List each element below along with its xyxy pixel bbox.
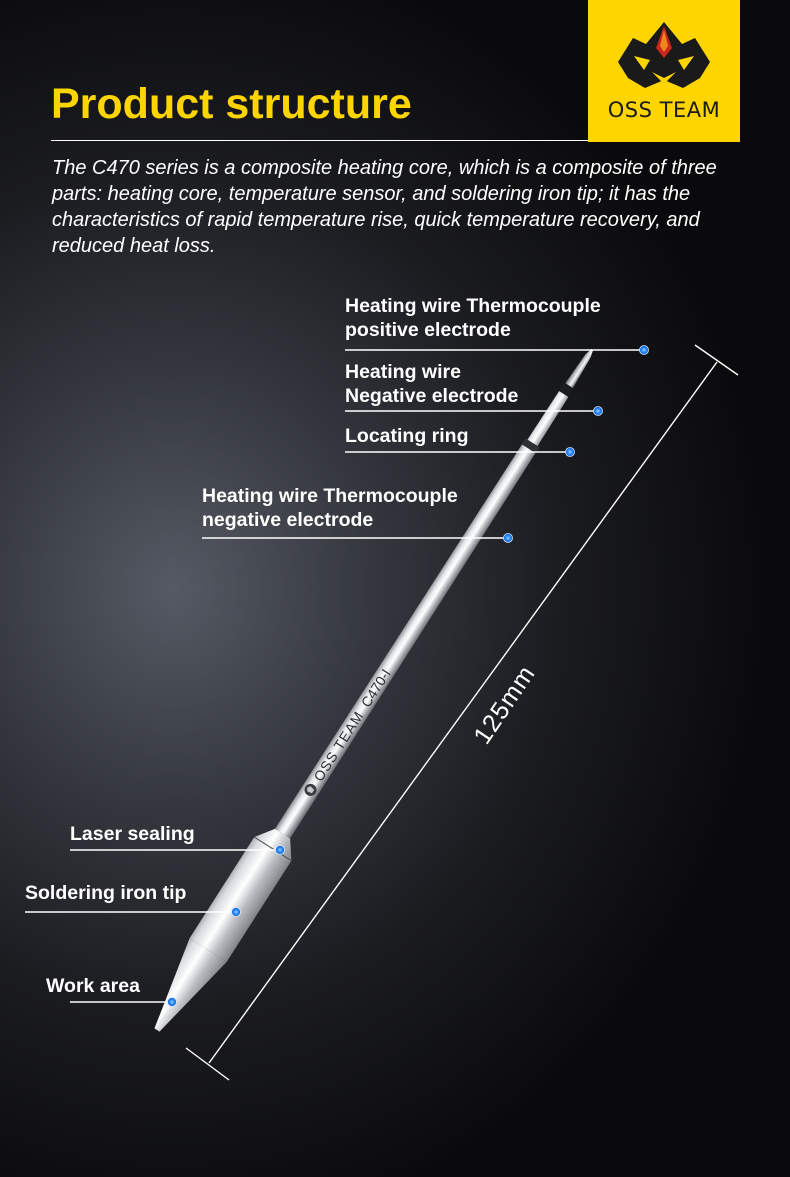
product-description: The C470 series is a composite heating c… bbox=[52, 157, 717, 257]
callout-thermocouple-negative-line2: negative electrode bbox=[202, 509, 374, 531]
marker-laser-sealing bbox=[275, 845, 285, 855]
marker-thermocouple-negative bbox=[503, 533, 513, 543]
marker-soldering-tip bbox=[231, 907, 241, 917]
brand-name: OSS TEAM bbox=[607, 98, 721, 122]
marker-positive-electrode bbox=[639, 345, 649, 355]
brand-logo: OSS TEAM bbox=[588, 0, 740, 142]
callout-soldering-tip: Soldering iron tip bbox=[25, 881, 186, 905]
callout-work-area: Work area bbox=[46, 974, 140, 998]
callout-work-area-line1: Work area bbox=[46, 975, 140, 997]
title-divider bbox=[51, 140, 588, 141]
page-title: Product structure bbox=[51, 80, 412, 128]
marker-locating-ring bbox=[565, 447, 575, 457]
callout-positive-electrode: Heating wire Thermocouple positive elect… bbox=[345, 294, 601, 342]
callout-positive-electrode-line2: positive electrode bbox=[345, 319, 511, 341]
callout-negative-electrode-line1: Heating wire bbox=[345, 361, 461, 383]
tiger-face-icon bbox=[618, 22, 710, 88]
callout-positive-electrode-line1: Heating wire Thermocouple bbox=[345, 295, 601, 317]
callout-thermocouple-negative: Heating wire Thermocouple negative elect… bbox=[202, 484, 458, 532]
callout-thermocouple-negative-line1: Heating wire Thermocouple bbox=[202, 485, 458, 507]
marker-work-area bbox=[167, 997, 177, 1007]
engraving-brand: OSS TEAM bbox=[310, 708, 367, 784]
callout-locating-ring-line1: Locating ring bbox=[345, 425, 469, 447]
callout-laser-sealing-line1: Laser sealing bbox=[70, 823, 195, 845]
callout-locating-ring: Locating ring bbox=[345, 424, 469, 448]
callout-negative-electrode-line2: Negative electrode bbox=[345, 385, 519, 407]
callout-soldering-tip-line1: Soldering iron tip bbox=[25, 882, 187, 904]
marker-negative-electrode bbox=[593, 406, 603, 416]
length-dimension bbox=[185, 344, 739, 1081]
callout-laser-sealing: Laser sealing bbox=[70, 822, 195, 846]
callout-negative-electrode: Heating wire Negative electrode bbox=[345, 360, 518, 408]
